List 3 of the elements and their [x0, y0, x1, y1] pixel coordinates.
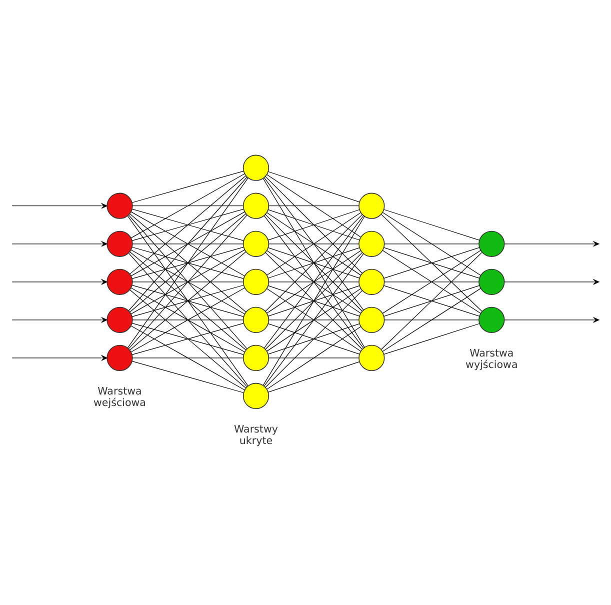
label: Warstwy ukryte: [234, 424, 278, 447]
label: Warstwa wejściowa: [94, 386, 146, 409]
label: Warstwa wyjściowa: [466, 348, 518, 371]
